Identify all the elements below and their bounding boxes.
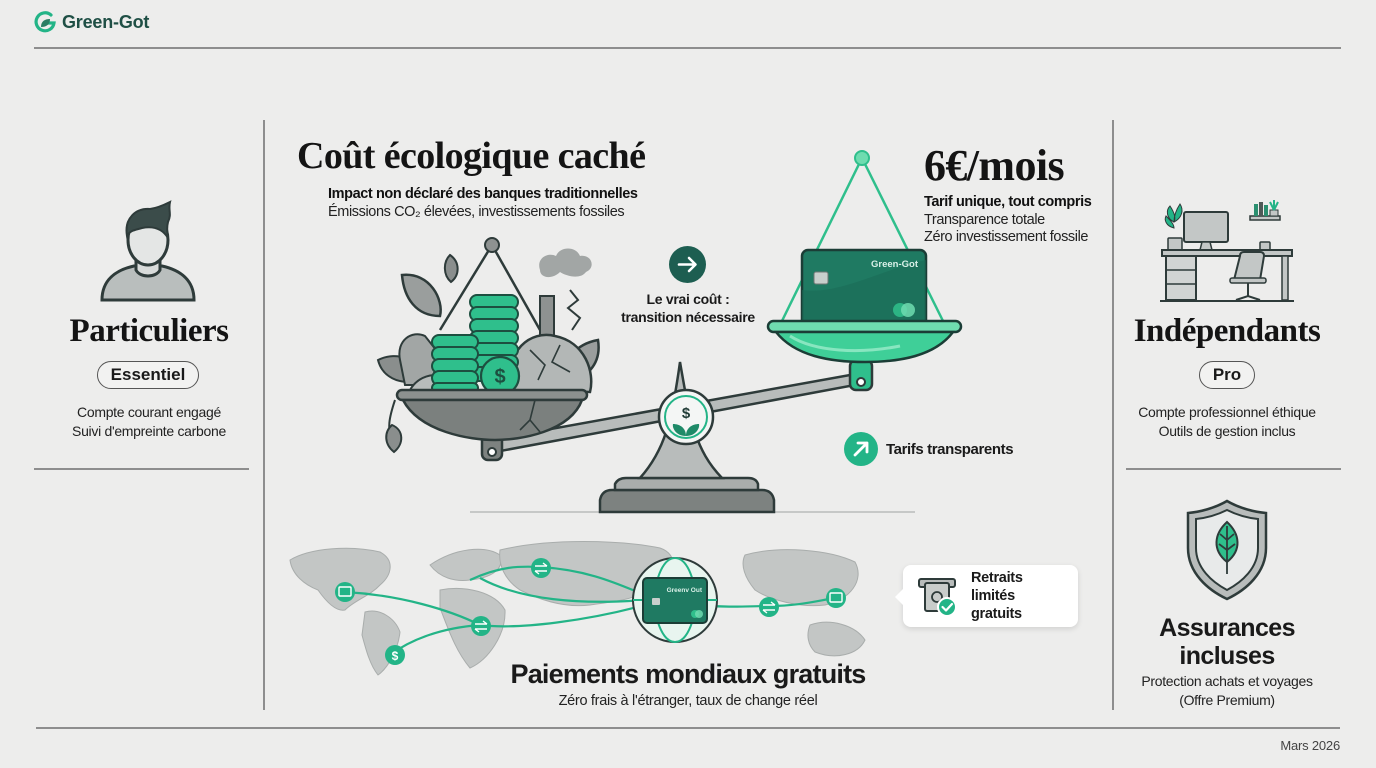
right-vertical-divider: [1112, 120, 1114, 710]
price-details: Tarif unique, tout compris Transparence …: [924, 194, 1092, 245]
hidden-cost-title: Coût écologique caché: [297, 135, 646, 177]
person-avatar-icon: [96, 200, 200, 309]
segment-title-independants: Indépendants: [1133, 313, 1321, 349]
particuliers-description: Compte courant engagé Suivi d'empreinte …: [72, 404, 226, 439]
independants-description: Compte professionnel éthique Outils de g…: [1138, 404, 1316, 439]
price-title: 6€/mois: [924, 141, 1065, 190]
svg-text:$: $: [392, 649, 399, 663]
desk-workspace-icon: [1160, 200, 1294, 302]
leaf-g-logo-icon: [34, 11, 56, 33]
global-payments-title: Paiements mondiaux gratuits: [510, 659, 867, 689]
withdrawals-callout: Retraits limités gratuits: [895, 565, 1078, 627]
footer-divider: [36, 727, 1340, 729]
segment-title-particuliers: Particuliers: [69, 313, 229, 349]
footer-date: Mars 2026: [1280, 738, 1340, 753]
plan-badge-pro[interactable]: Pro: [1199, 361, 1255, 389]
brand: Green-Got: [34, 11, 149, 33]
shield-leaf-icon: [1186, 499, 1268, 601]
atm-check-icon: [915, 573, 961, 619]
world-map-illustration: $ Greenv Out: [289, 541, 866, 676]
map-node-icons: $: [335, 558, 846, 665]
left-vertical-divider: [263, 120, 265, 710]
map-card-label: Greenv Out: [667, 587, 703, 594]
insurance-title: Assurances incluses: [1159, 614, 1295, 670]
arrow-right-icon[interactable]: [669, 246, 706, 283]
transparent-pricing-tag: Tarifs transparents: [844, 432, 1014, 466]
transition-label: Le vrai coût : transition nécessaire: [621, 291, 755, 325]
right-column-divider: [1126, 468, 1341, 470]
global-payments-subtitle: Zéro frais à l'étranger, taux de change …: [558, 693, 818, 709]
plan-badge-essentiel[interactable]: Essentiel: [97, 361, 199, 389]
insurance-description: Protection achats et voyages (Offre Prem…: [1141, 673, 1313, 708]
dollar-leaf-icon: $: [682, 405, 691, 422]
svg-text:$: $: [494, 366, 505, 388]
balance-scale-illustration: $ $ Gr: [376, 150, 963, 514]
left-column-divider: [34, 468, 249, 470]
scale-card-label: Green-Got: [871, 259, 919, 270]
brand-name: Green-Got: [62, 11, 150, 32]
header-divider: [34, 47, 1341, 49]
hidden-cost-subtitle: Impact non déclaré des banques tradition…: [328, 186, 638, 220]
arrow-up-right-icon: [844, 432, 878, 466]
